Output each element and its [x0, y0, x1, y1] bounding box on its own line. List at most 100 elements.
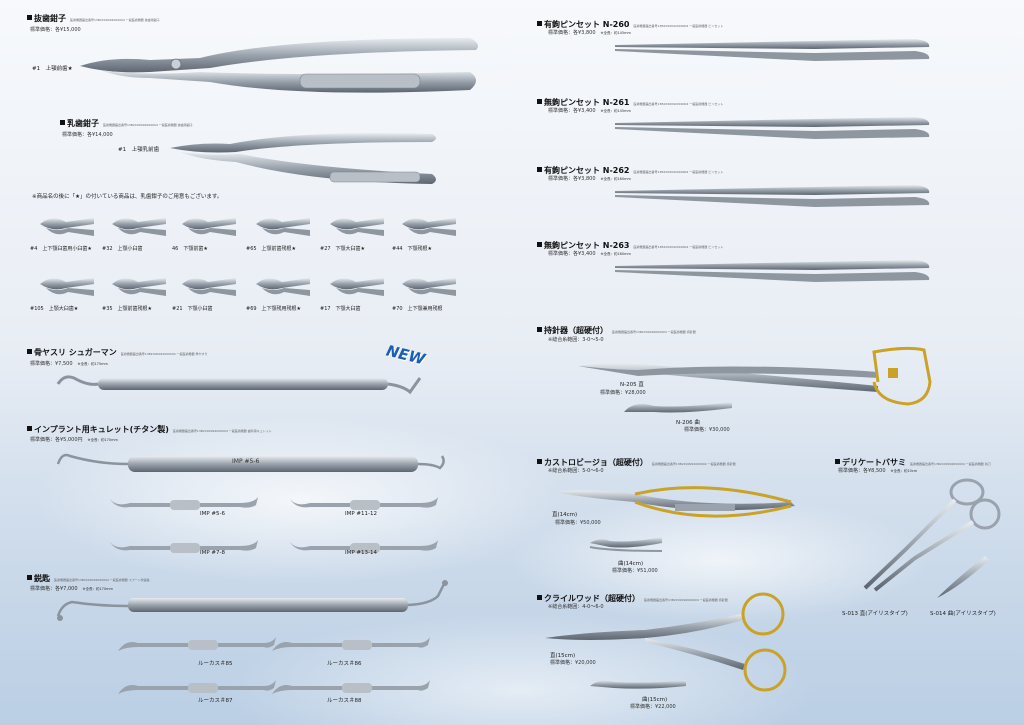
castro-b-price: 標準価格：¥51,000 [612, 568, 658, 574]
scaler-label: ルーカス＃86 [327, 661, 362, 667]
tw262-price: 標準価格：各¥3,800 ※全長：約160mm [548, 176, 631, 182]
scissors-b-label: S-014 曲(アイリスタイプ) [930, 611, 996, 617]
crile-a-label: 直(15cm) [550, 653, 576, 659]
tw263-price: 標準価格：各¥3,400 ※全長：約160mm [548, 251, 631, 257]
forceps-thumb-label: #21 下顎小臼歯 [172, 306, 213, 312]
tw260-price: 標準価格：各¥3,800 ※全長：約145mm [548, 30, 631, 36]
milk-title: 乳歯鉗子医療機器届出番号13B2X00092000004 一般医療機器 抜歯用鉗… [60, 118, 193, 129]
curette-item [290, 540, 438, 553]
forceps-thumb-label: #35 上顎前歯残根★ [102, 306, 153, 312]
implant-price: 標準価格：各¥5,000円 ※全長：約170mm [30, 437, 118, 443]
scaler-item [118, 680, 276, 694]
forceps-thumb [182, 218, 236, 236]
scaler-price: 標準価格：各¥7,000 ※全長：約170mm [30, 586, 113, 592]
tw262-image [615, 185, 930, 207]
crile-curved-image [590, 680, 686, 689]
forceps-thumb [330, 218, 384, 236]
extraction-forceps-image [80, 38, 478, 93]
forceps-thumb [182, 278, 236, 296]
scissors-image [863, 478, 1001, 598]
milk-label: #1 上顎乳前歯 [118, 147, 160, 153]
scaler-item [118, 637, 276, 651]
tw261-image [615, 117, 930, 139]
bone-title: 骨ヤスリ シュガーマン医療機器届出番号13B2X00092000004 一般医療… [27, 347, 208, 358]
scaler-label: ルーカス＃85 [198, 661, 233, 667]
crile-b-label: 曲(15cm) [642, 697, 668, 703]
forceps-thumb [256, 218, 310, 236]
scissors-price: 標準価格：各¥8,500 ※全長：約10cm [838, 468, 918, 474]
forceps-thumb [256, 278, 310, 296]
needle-holder-image [578, 346, 932, 406]
holder-curved-image [624, 402, 732, 413]
curette-label: IMP #5-6 [200, 511, 226, 517]
forceps-thumb [40, 218, 94, 236]
sky-background [0, 360, 1024, 725]
castro-a-label: 直(14cm) [552, 512, 578, 518]
curette-label: IMP #7-8 [200, 550, 226, 556]
tw263-image [615, 260, 930, 282]
milk-price: 標準価格：各¥14,000 [62, 132, 113, 138]
curette-item [110, 540, 258, 553]
curette-label: IMP #11-12 [345, 511, 378, 517]
forceps-thumb [330, 278, 384, 296]
forceps-thumb-label: #17 下顎大臼歯 [320, 306, 361, 312]
star-note: ※商品名の後に「★」の付いている商品は、乳歯鉗子のご用意もございます。 [32, 194, 223, 200]
implant-title: インプラント用キュレット(チタン製)医療機器届出番号13B2X000920000… [27, 424, 272, 435]
forceps-thumb-label: #27 下顎大臼歯★ [320, 246, 366, 252]
holder-b-label: N-206 曲 [676, 420, 700, 426]
forceps-thumb-label: #4 上下顎臼歯用小臼歯★ [30, 246, 92, 252]
forceps-thumb-label: #69 上下顎残用残根★ [246, 306, 302, 312]
forceps-thumb-label: #105 上顎大臼歯★ [30, 306, 79, 312]
extraction-price: 標準価格：各¥15,000 [30, 27, 81, 33]
forceps-thumb-label: #70 上下顎兼用残根 [392, 306, 443, 312]
castroviejo-image [555, 486, 795, 518]
castro-b-label: 曲(14cm) [618, 561, 644, 567]
holder-a-price: 標準価格：¥28,000 [600, 390, 646, 396]
crile-a-price: 標準価格：¥20,000 [550, 660, 596, 666]
extraction-title: 抜歯鉗子医療機器届出番号13B2X00092000004 一般医療機器 抜歯用鉗… [27, 13, 160, 24]
scaler-item [272, 637, 430, 651]
holder-title: 持針器（超硬付）医療機器届出番号13B2X00092000004 一般医療機器 … [537, 325, 696, 336]
curette-item [110, 497, 258, 510]
holder-a-label: N-205 直 [620, 382, 644, 388]
scaler-image [56, 580, 448, 621]
crile-b-price: 標準価格：¥22,000 [630, 704, 676, 710]
scaler-label: ルーカス＃87 [198, 698, 233, 704]
castro-title: カストロビージョ（超硬付）医療機器届出番号13B2X00092000004 一般… [537, 457, 736, 468]
scaler-title: 鋭匙医療機器届出番号13B2X00092000004 一般医療機器 スプーン状鋭… [27, 573, 150, 584]
forceps-thumb-label: #65 上顎前歯残根★ [246, 246, 297, 252]
castro-curved-image [589, 537, 663, 552]
forceps-thumb-label: #44 下顎残根★ [392, 246, 433, 252]
implant-curette-image [56, 453, 445, 472]
castro-a-price: 標準価格：¥50,000 [555, 520, 601, 526]
forceps-thumb-label: #32 上顎小臼歯 [102, 246, 143, 252]
milk-forceps-image [170, 133, 436, 184]
forceps-thumb [402, 278, 456, 296]
tw261-price: 標準価格：各¥3,400 ※全長：約145mm [548, 108, 631, 114]
extraction-label: #1 上顎前歯★ [32, 66, 73, 72]
scissors-a-label: S-013 直(アイリスタイプ) [842, 611, 908, 617]
curette-label: IMP #13-14 [345, 550, 378, 556]
crile-title: クライルワッド（超硬付）医療機器届出番号13B2X00092000004 一般医… [537, 593, 728, 604]
scaler-label: ルーカス＃88 [327, 698, 362, 704]
forceps-thumb [112, 278, 166, 296]
scissors-title: デリケートバサミ医療機器届出番号13B2X00092000004 一般医療機器 … [835, 457, 991, 468]
holder-range: ※縫合糸範囲：3-0～5-0 [548, 337, 604, 343]
holder-b-price: 標準価格：¥30,000 [684, 427, 730, 433]
castro-range: ※縫合糸範囲：5-0～6-0 [548, 468, 604, 474]
scaler-item [272, 680, 430, 694]
forceps-thumb [112, 218, 166, 236]
forceps-thumb [402, 218, 456, 236]
bone-price: 標準価格：¥7,500 ※全長：約175mm [30, 361, 108, 367]
curette-item [290, 497, 438, 510]
bone-file-image [56, 375, 422, 395]
implant-handle-label: IMP #5-6 [232, 458, 260, 465]
crile-range: ※縫合糸範囲：4-0～6-0 [548, 604, 604, 610]
forceps-thumb [40, 278, 94, 296]
crile-wood-image [545, 592, 787, 692]
